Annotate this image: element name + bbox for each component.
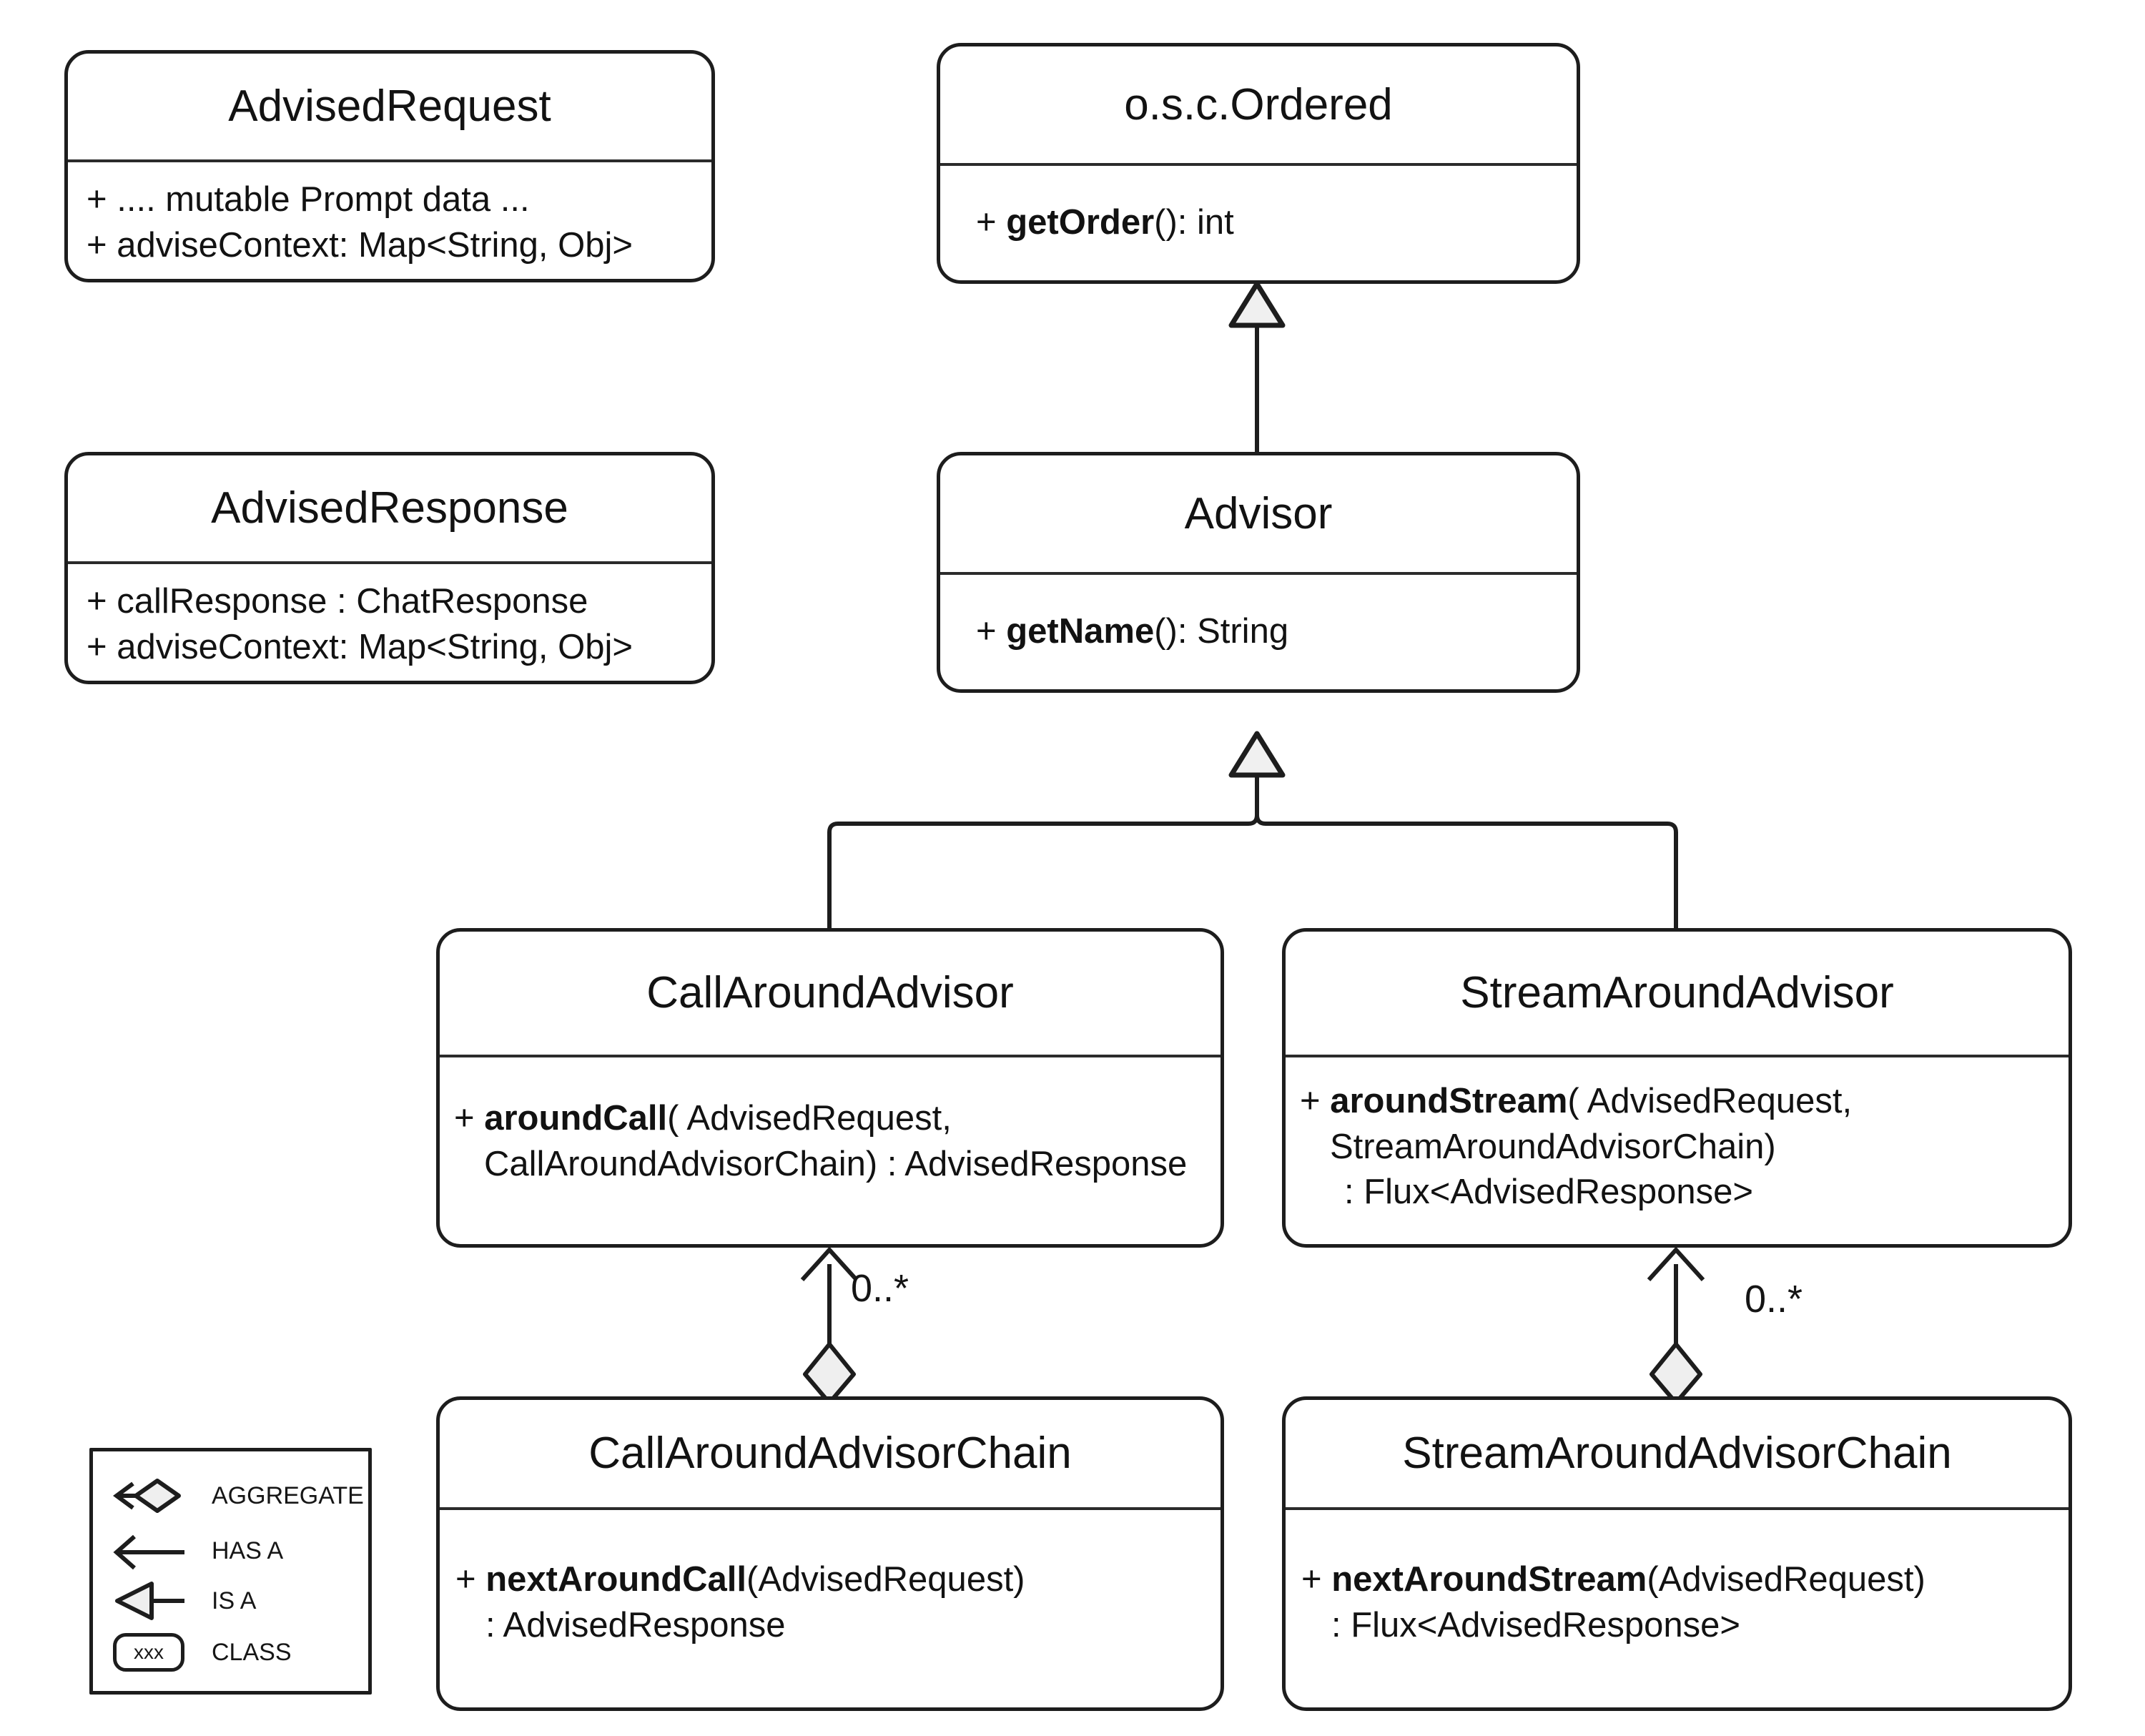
- class-box-icon: xxx: [113, 1632, 199, 1673]
- class-members-section: + aroundCall( AdvisedRequest, CallAround…: [440, 1057, 1221, 1244]
- member-method-name: getOrder: [1006, 203, 1155, 242]
- class-box-stream-around-advisor[interactable]: StreamAroundAdvisor + aroundStream( Advi…: [1282, 928, 2072, 1248]
- legend-panel: AGGREGATE HAS A IS A: [89, 1448, 372, 1695]
- member-method-name: nextAroundStream: [1331, 1560, 1647, 1599]
- member-signature: (AdvisedRequest): [1647, 1560, 1925, 1599]
- class-members-section: + getName(): String: [940, 575, 1577, 689]
- class-name-advised-response: AdvisedResponse: [211, 483, 568, 533]
- legend-row-is-a: IS A: [113, 1579, 360, 1623]
- member-row: + adviseContext: Map<String, Obj>: [87, 627, 633, 666]
- class-title-section: StreamAroundAdvisor: [1286, 932, 2068, 1057]
- member-method-name: aroundCall: [484, 1099, 668, 1138]
- legend-row-class: xxx CLASS: [113, 1630, 360, 1675]
- member-visibility: +: [976, 203, 1007, 242]
- member-visibility: +: [1301, 1560, 1332, 1599]
- class-name-ordered: o.s.c.Ordered: [1124, 79, 1393, 129]
- is-a-triangle-arrow-icon: [113, 1580, 199, 1622]
- member-row-continuation: StreamAroundAdvisorChain): [1330, 1127, 1776, 1166]
- class-box-call-around-advisor[interactable]: CallAroundAdvisor + aroundCall( AdvisedR…: [436, 928, 1224, 1248]
- class-name-advisor: Advisor: [1184, 488, 1333, 538]
- legend-label-has-a: HAS A: [212, 1537, 284, 1564]
- class-box-advised-request[interactable]: AdvisedRequest + .... mutable Prompt dat…: [64, 50, 715, 282]
- class-name-stream-around-advisor: StreamAroundAdvisor: [1460, 968, 1894, 1018]
- class-members-section: + getOrder(): int: [940, 166, 1577, 280]
- class-title-section: StreamAroundAdvisorChain: [1286, 1400, 2068, 1510]
- member-row: + aroundStream( AdvisedRequest,: [1300, 1079, 2056, 1125]
- class-box-advised-response[interactable]: AdvisedResponse + callResponse : ChatRes…: [64, 452, 715, 684]
- class-name-stream-around-advisor-chain: StreamAroundAdvisorChain: [1402, 1429, 1952, 1479]
- legend-row-has-a: HAS A: [113, 1529, 360, 1573]
- member-visibility: +: [1300, 1082, 1331, 1120]
- generalization-advisor-to-ordered: [1228, 281, 1286, 452]
- legend-label-is-a: IS A: [212, 1587, 257, 1614]
- member-row: + getName(): String: [976, 609, 1564, 655]
- legend-class-sample-box: xxx: [113, 1633, 184, 1672]
- member-row: + aroundCall( AdvisedRequest,: [454, 1096, 1208, 1142]
- member-row: + nextAroundStream(AdvisedRequest): [1301, 1557, 2056, 1603]
- member-row-continuation: : Flux<AdvisedResponse>: [1331, 1605, 1740, 1644]
- legend-class-sample-text: xxx: [134, 1641, 164, 1663]
- multiplicity-label-stream: 0..*: [1745, 1278, 1803, 1321]
- generalization-fork-to-around-advisors: [827, 731, 1678, 928]
- member-row-continuation: : AdvisedResponse: [485, 1605, 786, 1644]
- member-signature: (): int: [1154, 203, 1234, 242]
- member-row: + adviseContext: Map<String, Obj>: [87, 225, 633, 265]
- class-box-advisor[interactable]: Advisor + getName(): String: [937, 452, 1580, 693]
- class-name-call-around-advisor: CallAroundAdvisor: [646, 968, 1014, 1018]
- member-row: + nextAroundCall(AdvisedRequest): [455, 1557, 1208, 1603]
- member-row: + .... mutable Prompt data ...: [87, 179, 530, 219]
- legend-label-class: CLASS: [212, 1638, 292, 1666]
- member-visibility: +: [455, 1560, 486, 1599]
- member-method-name: getName: [1006, 612, 1155, 651]
- class-name-advised-request: AdvisedRequest: [228, 82, 551, 132]
- legend-label-aggregate: AGGREGATE: [212, 1481, 364, 1509]
- member-signature: (): String: [1154, 612, 1289, 651]
- class-title-section: CallAroundAdvisorChain: [440, 1400, 1221, 1510]
- class-members-section: + .... mutable Prompt data ... + adviseC…: [68, 162, 711, 279]
- class-title-section: Advisor: [940, 455, 1577, 575]
- class-box-call-around-advisor-chain[interactable]: CallAroundAdvisorChain + nextAroundCall(…: [436, 1396, 1224, 1711]
- class-members-section: + callResponse : ChatResponse + adviseCo…: [68, 564, 711, 681]
- class-title-section: o.s.c.Ordered: [940, 46, 1577, 166]
- class-title-section: CallAroundAdvisor: [440, 932, 1221, 1057]
- member-method-name: nextAroundCall: [485, 1560, 747, 1599]
- class-title-section: AdvisedRequest: [68, 54, 711, 162]
- multiplicity-label-call: 0..*: [851, 1267, 909, 1310]
- class-members-section: + nextAroundCall(AdvisedRequest) : Advis…: [440, 1510, 1221, 1707]
- class-name-call-around-advisor-chain: CallAroundAdvisorChain: [588, 1429, 1072, 1479]
- member-signature: ( AdvisedRequest,: [667, 1099, 952, 1138]
- member-row: + callResponse : ChatResponse: [87, 581, 588, 621]
- class-box-ordered[interactable]: o.s.c.Ordered + getOrder(): int: [937, 43, 1580, 284]
- aggregate-arrow-diamond-icon: [112, 1471, 199, 1521]
- member-visibility: +: [976, 612, 1007, 651]
- has-a-arrow-icon: [113, 1531, 199, 1571]
- class-members-section: + nextAroundStream(AdvisedRequest) : Flu…: [1286, 1510, 2068, 1707]
- member-signature: ( AdvisedRequest,: [1567, 1082, 1853, 1120]
- member-row-continuation: CallAroundAdvisorChain) : AdvisedRespons…: [484, 1144, 1188, 1183]
- aggregation-stream-chain-to-stream-advisor: [1647, 1246, 1705, 1405]
- aggregation-call-chain-to-call-advisor: [800, 1246, 859, 1405]
- member-visibility: +: [454, 1099, 485, 1138]
- member-method-name: aroundStream: [1330, 1082, 1568, 1120]
- member-signature: (AdvisedRequest): [746, 1560, 1025, 1599]
- member-row: + getOrder(): int: [976, 200, 1564, 246]
- legend-row-aggregate: AGGREGATE: [112, 1467, 364, 1524]
- member-row-continuation: : Flux<AdvisedResponse>: [1344, 1173, 1753, 1212]
- class-box-stream-around-advisor-chain[interactable]: StreamAroundAdvisorChain + nextAroundStr…: [1282, 1396, 2072, 1711]
- class-title-section: AdvisedResponse: [68, 455, 711, 564]
- class-members-section: + aroundStream( AdvisedRequest, StreamAr…: [1286, 1057, 2068, 1244]
